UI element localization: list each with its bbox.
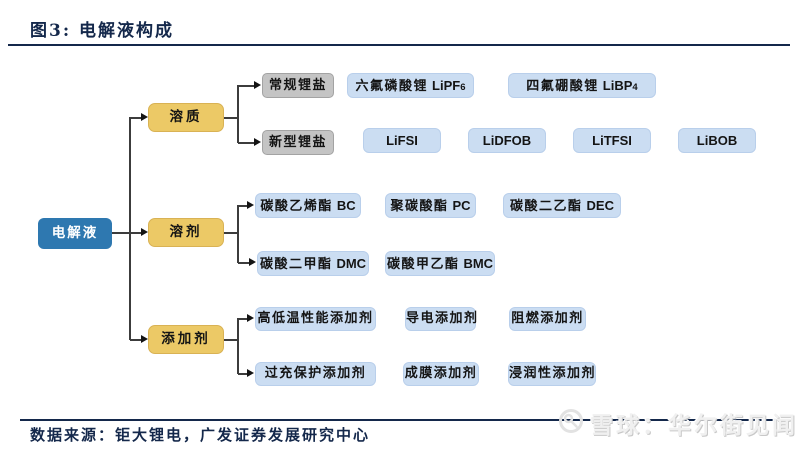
connector-additive-row2-stub: [238, 373, 248, 375]
watermark: 雪球：华尔街见闻: [558, 406, 798, 440]
node-flame-retardant-additive: 阻燃添加剂: [509, 307, 586, 331]
node-regular-salts: 常规锂盐: [262, 73, 334, 98]
node-pc-en: PC: [452, 198, 471, 213]
node-wetting-label: 浸润性添加剂: [509, 366, 597, 381]
node-lipf6-cn: 六氟磷酸锂: [355, 79, 429, 94]
node-new-salts: 新型锂盐: [262, 130, 334, 155]
node-libp4-sub: 4: [632, 82, 638, 93]
node-new-salts-label: 新型锂盐: [268, 135, 327, 150]
connector-new-salts-stub: [238, 142, 255, 144]
connector-solvent-stub: [130, 232, 142, 234]
node-additive-label: 添加剂: [161, 331, 211, 347]
node-regular-salts-label: 常规锂盐: [268, 78, 327, 93]
node-libp4-en: LiBP: [602, 78, 633, 93]
snowball-logo-icon: [558, 408, 584, 438]
connector-regular-salts-stub: [238, 85, 255, 87]
arrowhead-solute: [141, 113, 148, 121]
node-temp-performance-label: 高低温性能添加剂: [257, 311, 374, 326]
arrowhead-regular-salts: [254, 81, 261, 89]
node-overcharge-protection-additive: 过充保护添加剂: [255, 362, 376, 386]
node-electrolyte-label: 电解液: [51, 225, 99, 241]
connector-solute-stub: [130, 117, 142, 119]
node-bmc-cn: 碳酸甲乙酯: [386, 257, 460, 272]
node-pc-cn: 聚碳酸酯: [390, 199, 449, 214]
node-bmc-en: BMC: [463, 256, 494, 271]
node-lipf6-sub: 6: [460, 82, 466, 93]
node-flame-retardant-label: 阻燃添加剂: [511, 311, 584, 326]
title-rule: [8, 44, 790, 46]
watermark-text: 雪球：华尔街见闻: [590, 412, 798, 438]
arrowhead-additive: [141, 335, 148, 343]
node-film-forming-additive: 成膜添加剂: [403, 362, 479, 386]
node-temp-performance-additive: 高低温性能添加剂: [255, 307, 376, 331]
node-solute: 溶质: [148, 103, 224, 132]
connector-additive-stub: [130, 339, 142, 341]
node-overcharge-protection-label: 过充保护添加剂: [264, 366, 367, 381]
arrowhead-solvent: [141, 228, 148, 236]
node-solvent-label: 溶剂: [169, 224, 203, 240]
connector-solvent-row1-stub: [238, 205, 248, 207]
data-source-text: 数据来源：钜大锂电，广发证券发展研究中心: [30, 426, 371, 444]
connector-solute-trunk: [237, 85, 239, 143]
connector-additive-row1-stub: [238, 318, 248, 320]
connector-root-h: [112, 232, 130, 234]
node-libob-label: LiBOB: [696, 133, 738, 148]
node-solute-label: 溶质: [169, 109, 203, 125]
footer-rule: [20, 419, 786, 421]
connector-additive-trunk: [237, 318, 239, 374]
connector-solvent-row2-stub: [238, 262, 250, 264]
connector-root-trunk: [129, 117, 131, 340]
connector-solvent-trunk: [237, 205, 239, 263]
node-libob: LiBOB: [678, 128, 756, 153]
node-dec-cn: 碳酸二乙酯: [510, 199, 583, 214]
node-bc-en: BC: [336, 198, 356, 213]
node-litfsi: LiTFSI: [573, 128, 651, 153]
connector-solvent-out: [224, 232, 238, 234]
node-lidfob: LiDFOB: [468, 128, 546, 153]
arrowhead-solvent-row1: [247, 201, 254, 209]
node-electrolyte: 电解液: [38, 218, 112, 249]
node-lipf6-en: LiPF: [432, 78, 461, 93]
connector-solute-out: [224, 117, 238, 119]
node-wetting-additive: 浸润性添加剂: [508, 362, 596, 386]
connector-additive-out: [224, 339, 238, 341]
arrowhead-additive-row2: [247, 369, 254, 377]
node-libp4-cn: 四氟硼酸锂: [526, 79, 599, 94]
node-lifsi-label: LiFSI: [386, 133, 418, 148]
node-conductive-label: 导电添加剂: [406, 311, 479, 326]
node-additive: 添加剂: [148, 325, 224, 354]
arrowhead-new-salts: [254, 138, 261, 146]
node-dmc-cn: 碳酸二甲酯: [259, 257, 333, 272]
node-dec-en: DEC: [586, 198, 614, 213]
node-lidfob-label: LiDFOB: [482, 133, 532, 148]
arrowhead-additive-row1: [247, 314, 254, 322]
arrowhead-solvent-row2: [249, 258, 256, 266]
node-solvent: 溶剂: [148, 218, 224, 247]
node-bc-cn: 碳酸乙烯酯: [260, 199, 333, 214]
node-lifsi: LiFSI: [363, 128, 441, 153]
node-litfsi-label: LiTFSI: [592, 133, 632, 148]
node-film-forming-label: 成膜添加剂: [404, 366, 478, 381]
node-dmc-en: DMC: [336, 256, 367, 271]
figure-title: 图3: 电解液构成: [30, 21, 175, 41]
node-conductive-additive: 导电添加剂: [405, 307, 479, 331]
